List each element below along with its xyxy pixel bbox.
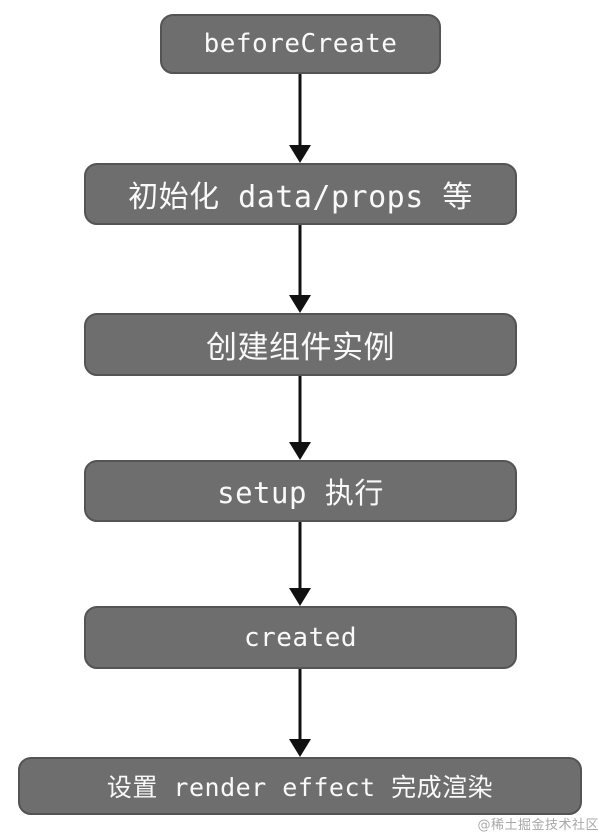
watermark: @稀土掘金技术社区 — [477, 818, 599, 833]
flow-node-created: created — [84, 606, 517, 669]
flow-arrow-down-icon — [289, 376, 311, 460]
flow-arrow-down-icon — [289, 522, 311, 606]
arrow-head — [289, 442, 311, 460]
flow-arrow-down-icon — [289, 74, 311, 163]
arrow-head — [289, 588, 311, 606]
flow-arrow-down-icon — [289, 225, 311, 313]
arrow-shaft — [298, 669, 302, 741]
flow-node-render-effect: 设置 render effect 完成渲染 — [18, 757, 582, 815]
flow-node-label: 创建组件实例 — [206, 330, 395, 366]
arrow-shaft — [298, 376, 302, 444]
flow-node-init-data-props: 初始化 data/props 等 — [84, 163, 517, 225]
flow-node-label: 初始化 data/props 等 — [128, 180, 473, 215]
arrow-shaft — [298, 74, 302, 147]
arrow-head — [289, 145, 311, 163]
flow-node-label: setup 执行 — [217, 476, 384, 510]
flow-node-setup-run: setup 执行 — [84, 460, 517, 522]
arrow-shaft — [298, 522, 302, 590]
flow-node-create-instance: 创建组件实例 — [84, 313, 517, 376]
flow-arrow-down-icon — [289, 669, 311, 757]
flow-node-before-create: beforeCreate — [160, 14, 441, 74]
arrow-head — [289, 295, 311, 313]
flow-node-label: created — [243, 622, 358, 653]
flow-node-label: beforeCreate — [203, 29, 398, 59]
flow-node-label: 设置 render effect 完成渲染 — [106, 773, 494, 802]
arrow-head — [289, 739, 311, 757]
arrow-shaft — [298, 225, 302, 297]
